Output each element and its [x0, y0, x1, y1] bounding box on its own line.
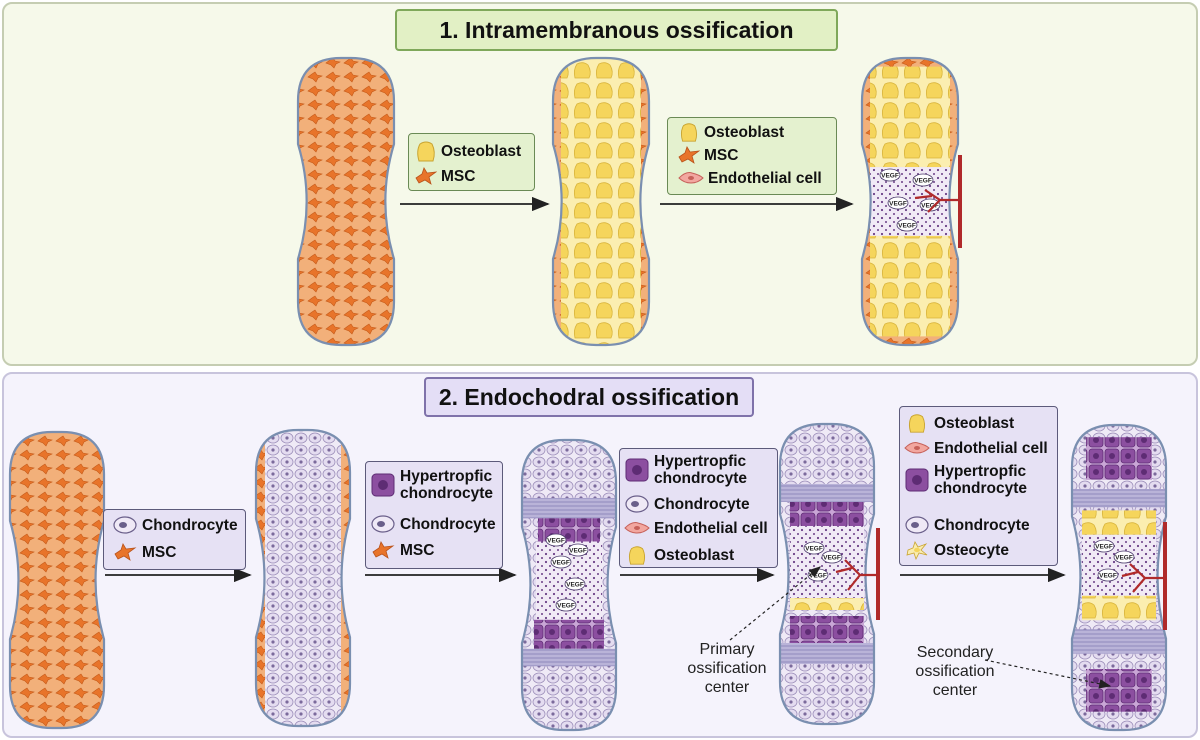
svg-text:VEGF: VEGF [809, 572, 827, 579]
vegf-label: VEGF [912, 173, 934, 187]
hypertrophic-chondrocyte-icon [371, 473, 395, 497]
legend-item-chondrocyte: Chondrocyte [624, 494, 750, 514]
osteoblast-icon [417, 141, 435, 162]
blood-vessel [914, 155, 962, 248]
vegf-label: VEGF [879, 168, 901, 182]
hypertrophic-chondrocyte-icon [625, 458, 649, 482]
chondrocyte-icon [371, 515, 395, 533]
hypertrophic-chondrocyte-icon [905, 468, 929, 492]
chondrocyte-icon [113, 516, 137, 534]
legend-item-chondrocyte: Chondrocyte [904, 515, 1030, 535]
svg-text:VEGF: VEGF [881, 172, 899, 179]
chondrocyte-icon [905, 516, 929, 534]
vegf-label: VEGF [1097, 568, 1119, 582]
legend-item-chondrocyte: Chondrocyte [370, 514, 496, 534]
vegf-label: VEGF [1093, 539, 1115, 553]
chondrocyte-icon [625, 495, 649, 513]
osteoblast-icon [628, 546, 646, 565]
legend-osteoblast-endothelial-hypertrophic-osteocyte: Osteoblast Endothelial cell Hypertropfic… [899, 406, 1058, 566]
legend-item-osteoblast: Osteoblast [415, 139, 521, 163]
svg-text:VEGF: VEGF [547, 537, 565, 544]
legend-item-msc: MSC [678, 145, 738, 165]
vegf-label: VEGF [564, 577, 586, 591]
mesenchymal-condensation-bone-2 [8, 430, 106, 730]
vegf-label: VEGF [887, 196, 909, 210]
vegf-label: VEGF [567, 543, 589, 557]
svg-text:VEGF: VEGF [1099, 572, 1117, 579]
svg-text:VEGF: VEGF [921, 202, 939, 209]
osteoblast-icon [908, 414, 926, 433]
endothelial-cell-icon [904, 442, 930, 454]
svg-text:VEGF: VEGF [898, 222, 916, 229]
svg-text:VEGF: VEGF [889, 200, 907, 207]
primary-center-pointer [729, 566, 821, 641]
vegf-label: VEGF [1113, 550, 1135, 564]
legend-item-osteocyte: Osteocyte [904, 540, 1009, 560]
endochondral-title: 2. Endochodral ossification [424, 377, 754, 417]
svg-text:VEGF: VEGF [1115, 554, 1133, 561]
legend-item-endothelial: Endothelial cell [678, 169, 822, 187]
vegf-label: VEGF [821, 550, 843, 564]
msc-icon [114, 543, 137, 561]
legend-item-osteoblast: Osteoblast [904, 412, 1014, 434]
vegf-label: VEGF [896, 218, 918, 232]
legend-osteoblast-msc: Osteoblast MSC [408, 133, 535, 191]
blood-vessel [1121, 522, 1167, 630]
vascularized-bone [860, 56, 960, 347]
vegf-label: VEGF [803, 541, 825, 555]
legend-item-msc: MSC [370, 540, 434, 560]
legend-item-endothelial: Endothelial cell [624, 519, 768, 537]
svg-text:VEGF: VEGF [569, 547, 587, 554]
vegf-label: VEGF [550, 555, 572, 569]
vegf-label: VEGF [545, 533, 567, 547]
svg-text:VEGF: VEGF [557, 602, 575, 609]
svg-text:VEGF: VEGF [805, 545, 823, 552]
legend-item-chondrocyte: Chondrocyte [112, 515, 238, 535]
svg-text:VEGF: VEGF [823, 554, 841, 561]
osteoblast-icon [680, 123, 698, 142]
blood-vessel [835, 528, 880, 620]
svg-text:VEGF: VEGF [566, 581, 584, 588]
endothelial-cell-icon [678, 172, 704, 184]
legend-chondrocyte-msc: Chondrocyte MSC [103, 509, 246, 570]
msc-icon [415, 167, 437, 185]
osteoblast-differentiation-bone [551, 56, 651, 347]
msc-icon [678, 146, 700, 164]
legend-item-msc: MSC [112, 542, 176, 562]
endothelial-cell-icon [624, 522, 650, 534]
vegf-label: VEGF [555, 598, 577, 612]
legend-item-endothelial: Endothelial cell [904, 439, 1048, 457]
chondrocyte-template-bone [254, 428, 352, 728]
osteocyte-icon [906, 541, 928, 560]
intramembranous-title: 1. Intramembranous ossification [395, 9, 838, 51]
msc-icon [372, 541, 395, 559]
svg-text:VEGF: VEGF [1095, 543, 1113, 550]
legend-item-osteoblast: Osteoblast [678, 121, 784, 143]
svg-text:VEGF: VEGF [552, 559, 570, 566]
legend-item-osteoblast: Osteoblast [624, 544, 734, 566]
svg-text:VEGF: VEGF [914, 177, 932, 184]
legend-osteoblast-msc-endothelial: Osteoblast MSC Endothelial cell [667, 117, 837, 195]
mesenchymal-condensation-bone [296, 56, 396, 347]
legend-item-msc: MSC [415, 166, 475, 186]
